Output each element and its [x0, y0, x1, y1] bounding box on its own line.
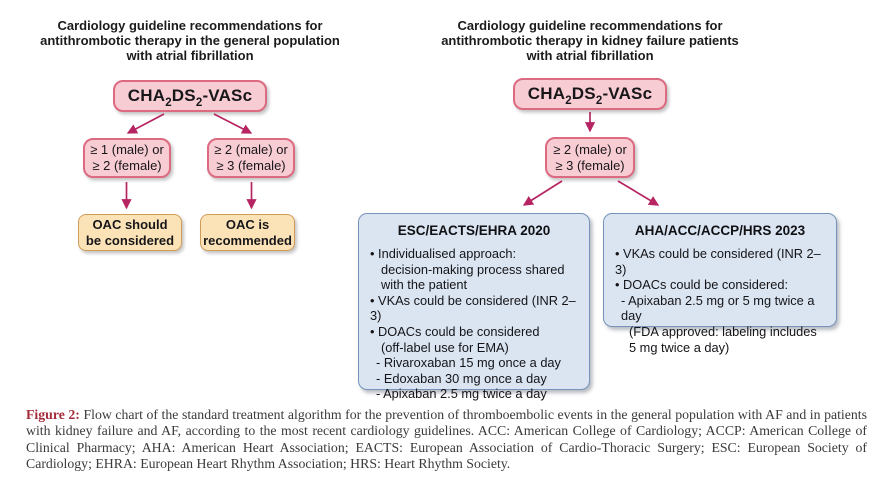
criteria-line: ≥ 2 (female)	[92, 158, 162, 173]
title-line: Cardiology guideline recommendations for	[57, 18, 323, 33]
list-item: • VKAs could be considered (INR 2–3)	[370, 292, 576, 324]
list-item: - Rivaroxaban 15 mg once a day	[376, 355, 561, 371]
left-criteria-high-box: ≥ 2 (male) or ≥ 3 (female)	[207, 138, 295, 178]
esc-guideline-box: ESC/EACTS/EHRA 2020 • Individualised app…	[358, 213, 590, 401]
title-line: with atrial fibrillation	[126, 48, 254, 63]
arrow-criteria-to-esc	[522, 180, 563, 206]
title-line: with atrial fibrillation	[526, 48, 654, 63]
score-text: CHA2DS2-VASc	[527, 84, 653, 107]
list-item: - Edoxaban 30 mg once a day	[376, 370, 547, 386]
list-item: • Individualised approach:	[370, 246, 517, 261]
criteria-line: ≥ 3 (female)	[216, 158, 286, 173]
figure-caption-label: Figure 2:	[26, 407, 80, 422]
left-criteria-low-box: ≥ 1 (male) or ≥ 2 (female)	[83, 138, 171, 178]
outcome-line: recommended	[203, 232, 292, 248]
right-panel-title: Cardiology guideline recommendations for…	[425, 18, 755, 63]
left-panel-title: Cardiology guideline recommendations for…	[25, 18, 355, 63]
title-line: antithrombotic therapy in kidney failure…	[441, 33, 739, 48]
criteria-line: ≥ 2 (male) or	[553, 141, 627, 157]
list-item: (FDA approved: labeling includes	[629, 323, 817, 339]
list-item: • DOACs could be considered:	[615, 277, 789, 293]
outcome-line: OAC is	[225, 216, 270, 232]
title-line: antithrombotic therapy in the general po…	[40, 33, 340, 48]
list-item: 5 mg twice a day)	[629, 339, 730, 355]
figure-caption: Figure 2: Flow chart of the standard tre…	[26, 407, 867, 473]
list-item: • DOACs could be considered	[370, 323, 540, 339]
arrow-criteria-to-aha	[617, 180, 660, 206]
oac-recommended-box: OAC is recommended	[200, 214, 295, 251]
esc-box-title: ESC/EACTS/EHRA 2020	[397, 223, 551, 238]
right-criteria-box: ≥ 2 (male) or ≥ 3 (female)	[545, 137, 635, 178]
right-score-box: CHA2DS2-VASc	[513, 78, 667, 110]
arrow-left-score-to-high	[213, 113, 253, 134]
figure-caption-text: Flow chart of the standard treatment alg…	[26, 407, 867, 472]
criteria-line: ≥ 1 (male) or	[90, 142, 164, 157]
outcome-line: OAC should	[92, 216, 168, 232]
aha-box-title: AHA/ACC/ACCP/HRS 2023	[634, 223, 806, 238]
list-item: - Apixaban 2.5 mg twice a day	[376, 386, 547, 402]
list-item: - Apixaban 2.5 mg or 5 mg twice a day	[621, 292, 815, 324]
list-item: decision-making process shared	[381, 261, 565, 277]
left-score-box: CHA2DS2-VASc	[113, 80, 267, 112]
list-item: • VKAs could be considered (INR 2–3)	[615, 246, 821, 277]
oac-considered-box: OAC should be considered	[78, 214, 182, 251]
list-item: (off-label use for EMA)	[381, 339, 509, 355]
arrow-left-score-to-low	[126, 113, 165, 134]
aha-box-body: • VKAs could be considered (INR 2–3) • D…	[615, 246, 830, 355]
outcome-line: be considered	[85, 232, 175, 248]
list-item: with the patient	[381, 277, 468, 293]
title-line: Cardiology guideline recommendations for	[457, 18, 723, 33]
criteria-line: ≥ 3 (female)	[555, 157, 625, 173]
score-text: CHA2DS2-VASc	[127, 86, 253, 109]
criteria-line: ≥ 2 (male) or	[214, 142, 288, 157]
aha-guideline-box: AHA/ACC/ACCP/HRS 2023 • VKAs could be co…	[603, 213, 837, 355]
esc-box-body: • Individualised approach: decision-maki…	[370, 246, 583, 402]
